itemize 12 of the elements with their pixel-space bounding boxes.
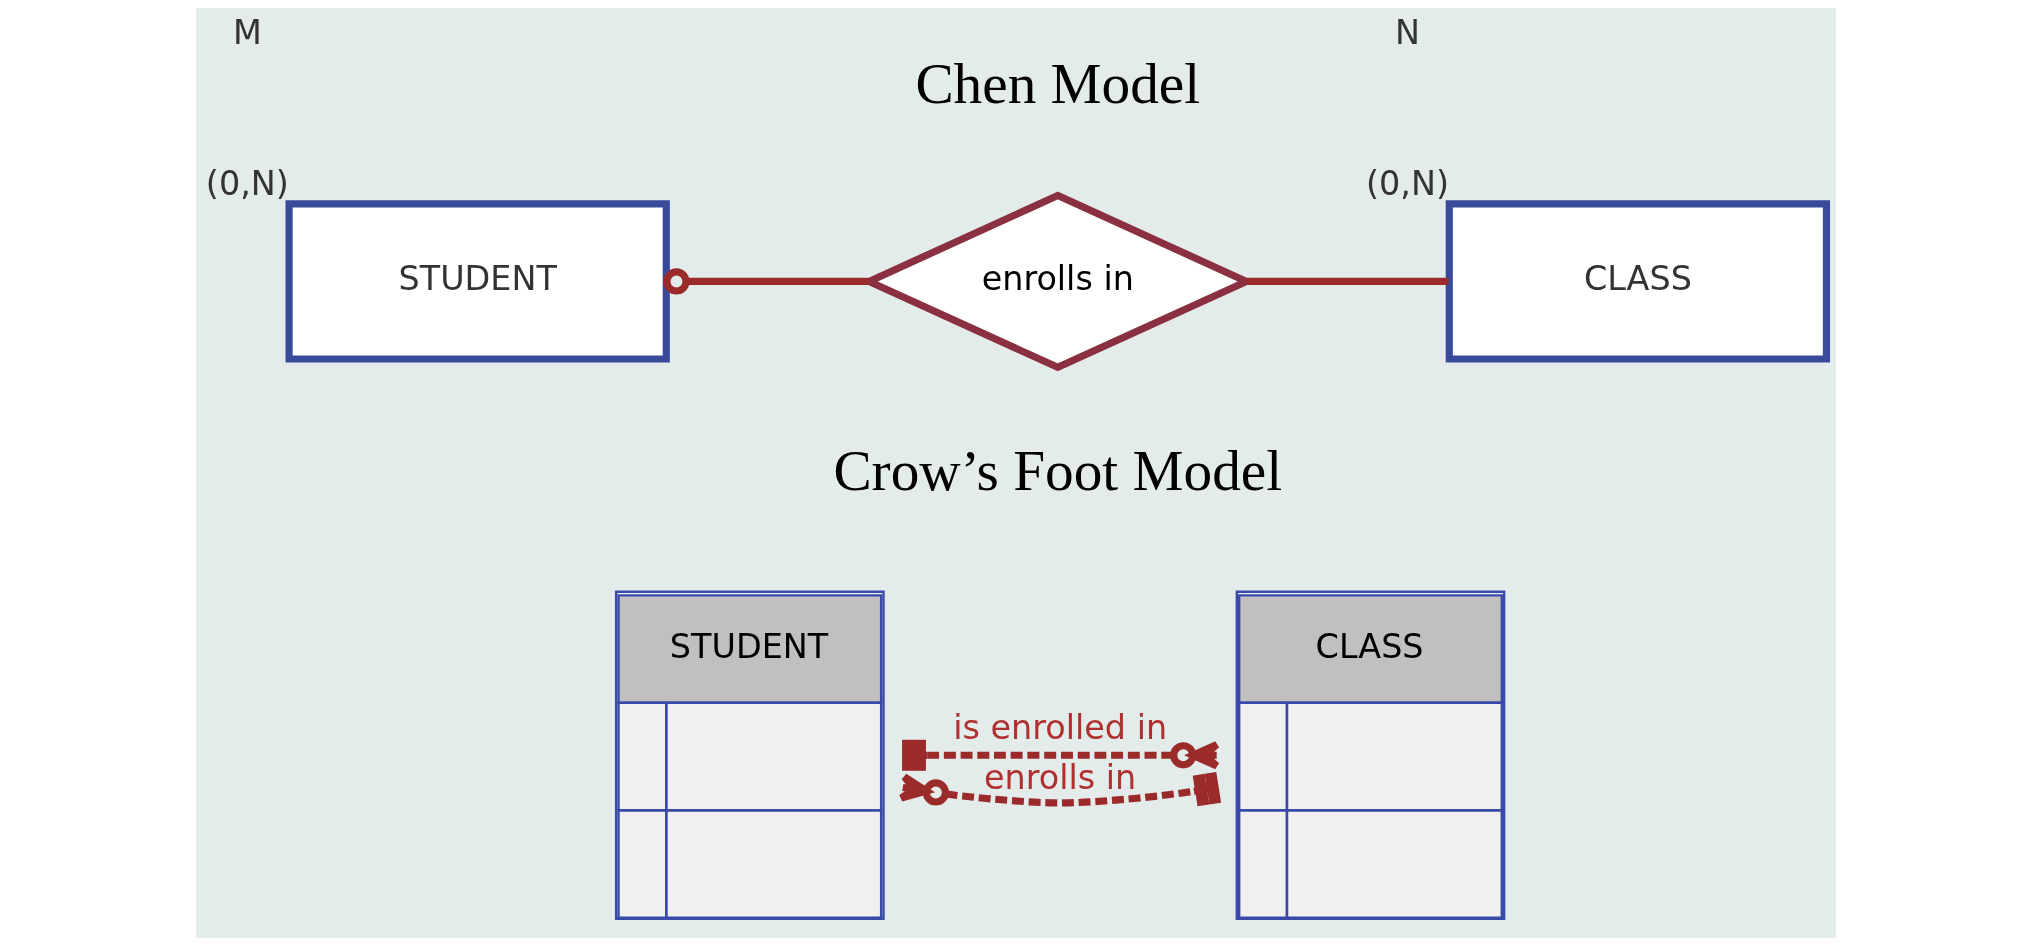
node-box: CLASS [1445,200,1831,363]
edge-label: enrolls in [984,758,1137,798]
connector [663,268,869,295]
label: Chen Model [915,51,1201,115]
node-label: (0,N) [1366,163,1449,203]
node-label: N [1395,13,1420,53]
node-box: STUDENT [285,200,670,363]
connector [1247,277,1449,285]
label: Crow’s Foot Model [833,438,1283,502]
node-label: (0,N) [205,163,289,203]
edge-label: is enrolled in [953,708,1168,748]
node-label: M [232,13,262,53]
